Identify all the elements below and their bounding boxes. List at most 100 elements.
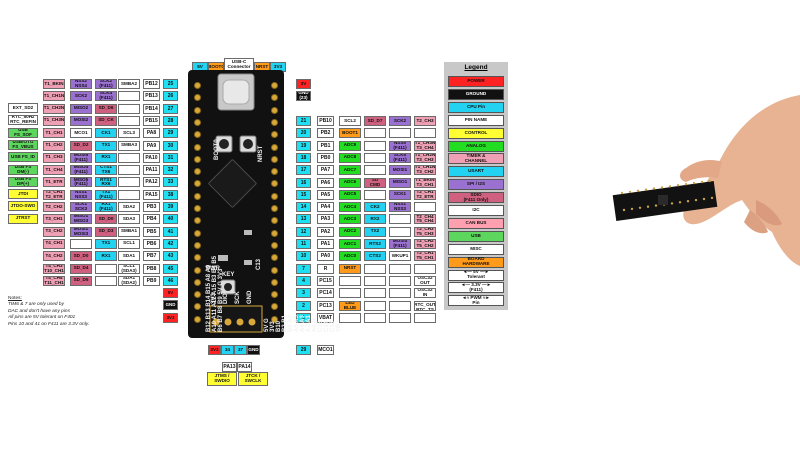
right-func-7-2: NSS1 NSS3 bbox=[389, 202, 411, 213]
right-power-0: 3V bbox=[296, 79, 311, 89]
board-pin-dot bbox=[676, 184, 680, 187]
header-hole bbox=[271, 94, 278, 102]
right-pin-num-12: 7 bbox=[296, 263, 311, 274]
bottom-header-3: GND bbox=[247, 345, 260, 355]
left-func-6-1: MOSI5 (F411) bbox=[70, 152, 92, 163]
right-func-7-3 bbox=[414, 202, 436, 213]
left-func-1-3 bbox=[118, 91, 140, 102]
header-hole bbox=[271, 118, 278, 126]
left-ext-4: USB FS_ID bbox=[8, 152, 38, 163]
left-ext-7: JTDI bbox=[8, 189, 38, 200]
right-func-4-3: T1_CH1N T3_CH2 bbox=[414, 165, 436, 176]
silk-bottom-2: SCK bbox=[235, 291, 241, 304]
left-func-5-0: T1_CH2 bbox=[43, 140, 65, 151]
left-func-7-3 bbox=[118, 165, 140, 176]
right-pin-name-0: PB10 bbox=[317, 116, 334, 126]
left-func-14-2: RX1 bbox=[95, 251, 117, 262]
left-pin-name-2: PB14 bbox=[143, 103, 160, 114]
left-func-4-3: SCL3 bbox=[118, 128, 140, 139]
left-func-14-3: SDA1 bbox=[118, 251, 140, 262]
note-line-3: All pins are 5V tolerant on F401 bbox=[8, 315, 76, 321]
header-hole bbox=[194, 192, 201, 200]
right-pin-name-5: PA6 bbox=[317, 177, 334, 188]
left-pin-name-11: PB4 bbox=[143, 214, 160, 225]
left-func-11-0: T3_CH1 bbox=[43, 214, 65, 225]
bottom-header-2: 37 bbox=[234, 345, 247, 355]
smd-part-2 bbox=[244, 230, 252, 235]
left-func-10-2: RX1 (F411) bbox=[95, 202, 117, 212]
silk-pwr: PWR bbox=[206, 266, 220, 272]
board-pin-dot bbox=[652, 187, 656, 190]
left-pin-name-16: PB9 bbox=[143, 275, 160, 286]
right-func-4-2: MOSI1 bbox=[389, 165, 411, 176]
right-pin-num-16: 1 bbox=[296, 312, 311, 323]
header-hole bbox=[271, 241, 278, 249]
finger-1 bbox=[744, 210, 768, 234]
right-func-6-3: T2_CH1 T2_ETR bbox=[414, 189, 436, 200]
smd-part bbox=[218, 255, 228, 261]
right-func-9-3: T2_CH3 T5_CH3 bbox=[414, 226, 436, 237]
header-hole bbox=[271, 315, 278, 323]
left-func-8-1: MISO5 (F411) bbox=[70, 177, 92, 188]
right-pin-num-15: 2 bbox=[296, 300, 311, 311]
swd-hole-1 bbox=[224, 318, 232, 326]
header-hole bbox=[271, 192, 278, 200]
bottom-pin-name-0: PA13 bbox=[222, 362, 237, 372]
header-hole bbox=[194, 143, 201, 151]
left-func-8-3 bbox=[118, 177, 140, 188]
mcu-chip bbox=[208, 159, 257, 208]
left-ext-5: USB FS DM(-) bbox=[8, 164, 38, 175]
right-func-10-1: RTS2 bbox=[364, 239, 386, 249]
right-pin-num-6: 15 bbox=[296, 189, 311, 200]
left-pin-name-7: PA11 bbox=[143, 165, 160, 176]
right-pin-name-16: VBAT bbox=[317, 312, 334, 323]
left-func-7-1: MISO4 (F411) bbox=[70, 165, 92, 176]
header-hole bbox=[194, 217, 201, 225]
board-pin-dot bbox=[710, 196, 714, 200]
left-func-8-2: RTS1 RX6 bbox=[95, 177, 117, 188]
left-func-0-2: SCK2 (F411) bbox=[95, 79, 117, 89]
legend-item-9: SDIO (F411 Only) bbox=[448, 192, 504, 204]
right-func-6-1 bbox=[364, 189, 386, 200]
left-func-1-0: T1_CH1N bbox=[43, 91, 65, 102]
right-func-13-1 bbox=[364, 275, 386, 286]
right-pin-num-10: 11 bbox=[296, 239, 311, 249]
right-func-14-3: OSC32 IN bbox=[414, 288, 436, 299]
right-func-4-0: ADC7 bbox=[339, 165, 361, 176]
right-func-16-1 bbox=[364, 312, 386, 323]
left-pin-name-4: PA8 bbox=[143, 128, 160, 139]
right-func-9-0: ADC2 bbox=[339, 226, 361, 237]
right-pin-name-8: PA3 bbox=[317, 214, 334, 225]
header-hole bbox=[271, 155, 278, 163]
left-pin-num-10: 39 bbox=[163, 202, 178, 212]
header-hole bbox=[271, 82, 278, 89]
silk-c13: C13 bbox=[256, 258, 262, 270]
right-pin-name-3: PB0 bbox=[317, 152, 334, 163]
right-pin-name-10: PA1 bbox=[317, 239, 334, 249]
right-func-5-1: SD CMD bbox=[364, 177, 386, 188]
legend-item-4: CONTROL bbox=[448, 127, 504, 139]
header-hole bbox=[194, 254, 201, 262]
header-hole bbox=[194, 82, 201, 89]
left-func-13-0: T4_CH1 bbox=[43, 238, 65, 249]
left-func-6-2: RX1 bbox=[95, 152, 117, 163]
nrst-button-cap bbox=[243, 139, 253, 149]
right-pin-num-1: 20 bbox=[296, 128, 311, 139]
board-pin-dot bbox=[700, 180, 704, 184]
left-func-12-3: SMBA1 bbox=[118, 226, 140, 237]
right-func-0-3: T2_CH3 bbox=[414, 116, 436, 126]
header-hole bbox=[271, 266, 278, 274]
left-pin-num-12: 41 bbox=[163, 226, 178, 237]
right-func-9-2 bbox=[389, 226, 411, 237]
right-pin-name-4: PA7 bbox=[317, 165, 334, 176]
left-pin-num-9: 38 bbox=[163, 189, 178, 200]
mco-pin-name: MCO1 bbox=[317, 345, 334, 355]
bottom-pin-name-1: PA14 bbox=[237, 362, 252, 372]
silk-right-column: 5V G 3V3 B10 B2 B1 B0 A7 A6 A5 A4 A3 A2 … bbox=[264, 314, 342, 332]
left-pin-num-4: 29 bbox=[163, 128, 178, 139]
left-pin-name-5: PA9 bbox=[143, 140, 160, 151]
right-func-15-2 bbox=[389, 300, 411, 311]
header-hole bbox=[194, 94, 201, 102]
board-pin-dot bbox=[694, 198, 698, 202]
